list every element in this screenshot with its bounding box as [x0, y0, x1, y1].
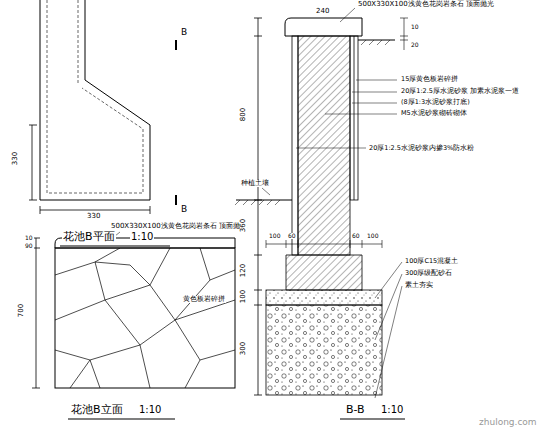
watermark: zhulong.com	[478, 418, 538, 427]
dimension-label: 700	[19, 302, 26, 317]
material-note: (8厚1:3水泥砂浆打底)	[400, 99, 471, 106]
material-note: 黄色板岩碎拼	[182, 296, 226, 303]
dimension-label: 330	[86, 213, 101, 220]
material-note: 20厚1:2.5厚水泥砂浆 加素水泥浆一道	[400, 88, 520, 95]
dimension-label: 60	[351, 233, 361, 239]
material-note: 300厚级配砂石	[404, 270, 453, 277]
dimension-label: 10	[24, 235, 34, 241]
dimension-label: 20	[410, 42, 420, 48]
material-note: M5水泥砂浆砌砖砌体	[400, 110, 468, 117]
scale-label: 1:10	[130, 232, 154, 242]
scale-label: 1:10	[138, 405, 162, 415]
scale-label: 1:10	[380, 405, 404, 415]
view-title: 花池B平面	[62, 231, 116, 242]
dimension-label: 800	[241, 106, 248, 121]
dimension-label: 360	[241, 217, 248, 232]
material-note: 素土夯实	[404, 282, 434, 289]
dimension-label: 330	[13, 150, 20, 165]
material-note: 种植土壤	[240, 180, 270, 187]
view-title: 花池B立面	[70, 404, 124, 415]
dimension-label: 60	[287, 233, 297, 239]
section-mark: B	[180, 28, 188, 37]
dimension-label: 100	[268, 233, 281, 239]
dimension-label: 10	[410, 24, 420, 30]
material-note: 500X330X100浅黄色花岗岩条石 顶面抛光	[110, 223, 248, 230]
dimension-label: 100	[241, 288, 248, 303]
dimension-label: 90	[24, 243, 34, 249]
material-note: 15厚黄色板岩碎拼	[400, 76, 459, 83]
dimension-label: 120	[241, 262, 248, 277]
material-note: 500X330X100浅黄色花岗岩条石 顶面抛光	[357, 1, 495, 8]
dimension-label: 240	[315, 8, 330, 15]
section-mark: B	[180, 205, 188, 214]
dimension-label: 100	[366, 233, 379, 239]
material-note: 20厚1:2.5水泥砂浆内掺3%防水粉	[368, 145, 475, 152]
dimension-label: 300	[241, 340, 248, 355]
view-title: B-B	[345, 404, 366, 415]
material-note: 100厚C15混凝土	[404, 258, 459, 265]
